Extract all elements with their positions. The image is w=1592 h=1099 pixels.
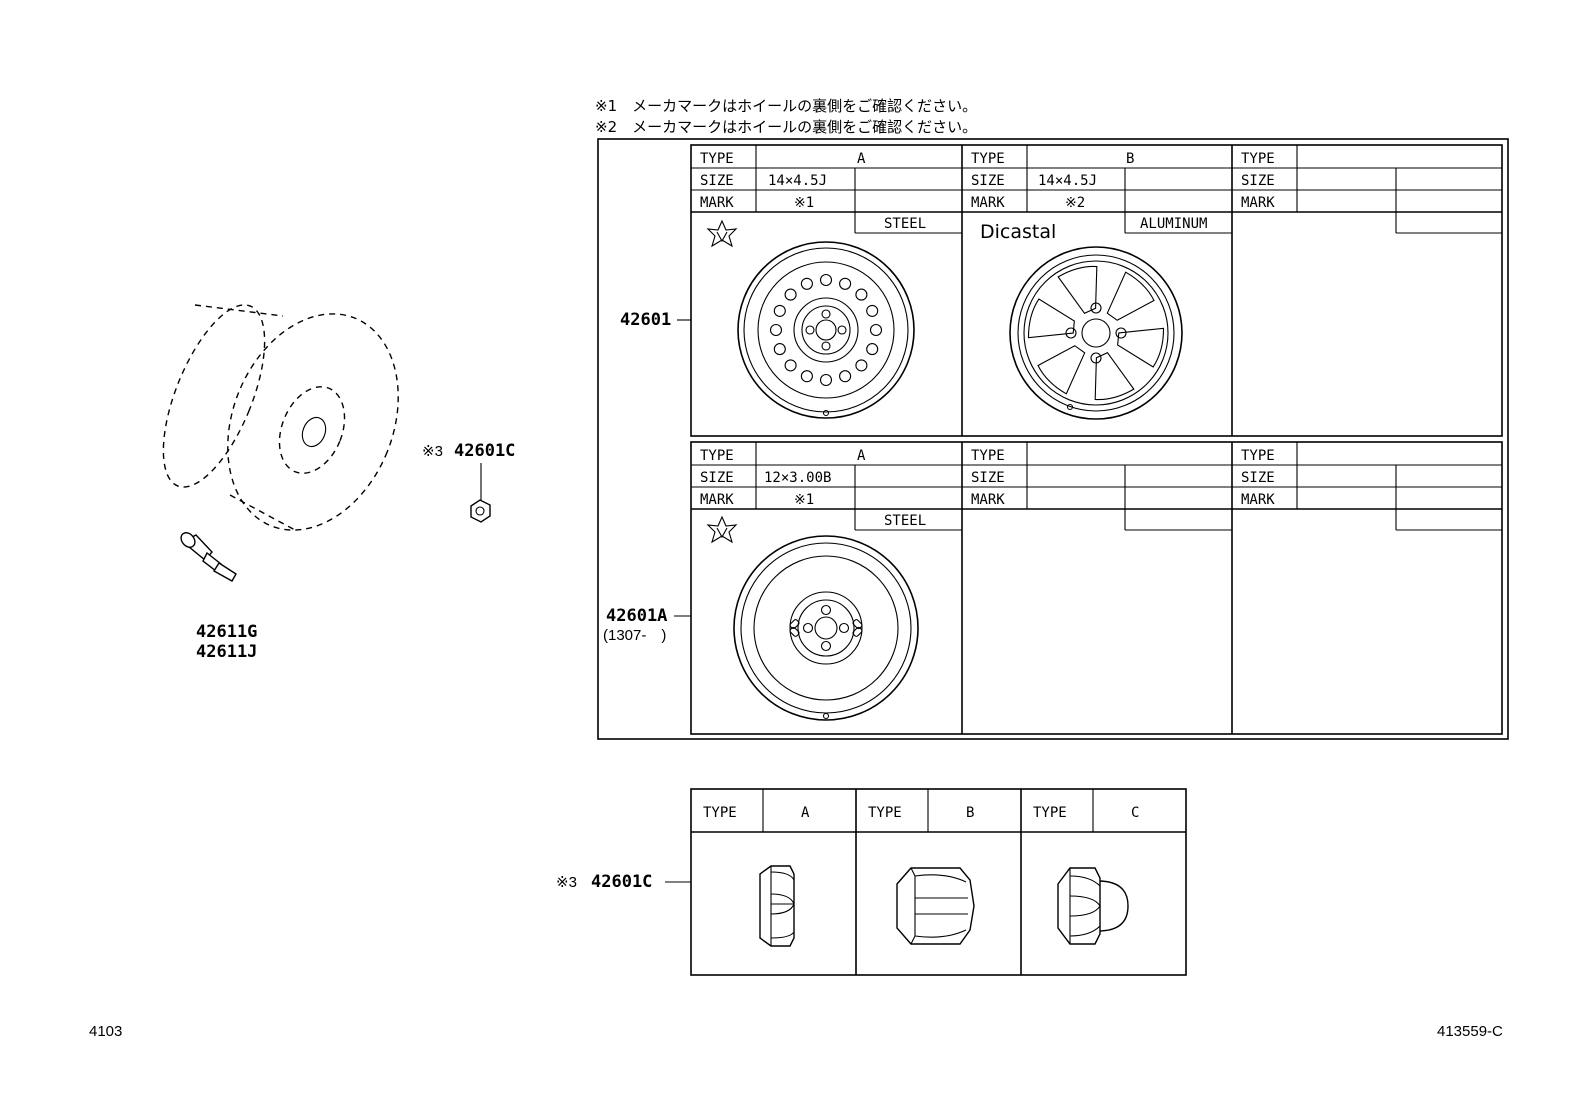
bottom-col1-size: 12×3.00B — [764, 470, 831, 486]
label-size: SIZE — [1241, 470, 1275, 486]
steel-wheel-icon — [737, 241, 915, 419]
wheel-vent-hole — [869, 323, 883, 337]
star-logo-icon — [706, 515, 738, 544]
wheel-vent-hole — [866, 343, 879, 356]
label-type: TYPE — [1241, 151, 1275, 167]
footer-left-code: 4103 — [89, 1023, 122, 1040]
nut-type-label-a: TYPE — [703, 805, 737, 821]
top-col2-type: B — [1126, 151, 1134, 167]
label-mark: MARK — [1241, 492, 1275, 508]
wheel-vent-hole — [855, 288, 868, 301]
callout-42601c: 42601C — [454, 441, 515, 461]
wheel-vent-hole — [819, 273, 833, 287]
wheel-table-frame — [597, 138, 1509, 740]
wheel-vent-hole — [773, 343, 786, 356]
spoke-window — [1106, 271, 1155, 321]
label-type: TYPE — [1241, 448, 1275, 464]
label-type: TYPE — [700, 151, 734, 167]
nut-table-callout: 42601C — [591, 872, 652, 892]
nut-type-value-c: C — [1131, 805, 1139, 821]
spoke-window — [1117, 327, 1165, 368]
valve-stem-icon — [180, 532, 237, 582]
alloy-wheel-icon — [1009, 246, 1183, 420]
footer-right-code: 413559-C — [1437, 1023, 1503, 1040]
wheel-vent-hole — [784, 288, 797, 301]
label-mark: MARK — [971, 195, 1005, 211]
label-type: TYPE — [971, 448, 1005, 464]
wheel-vent-hole — [839, 370, 852, 383]
nut-type-value-a: A — [801, 805, 810, 821]
wheel-vent-hole — [773, 304, 786, 317]
wheel-vent-hole — [866, 304, 879, 317]
lug-nut-icon — [1057, 867, 1129, 945]
steel-wheel-icon — [733, 535, 919, 721]
top-col1-material: STEEL — [884, 216, 926, 232]
bottom-col1-type: A — [857, 448, 866, 464]
callout-42601a: 42601A — [606, 606, 667, 626]
top-col1-type: A — [857, 151, 866, 167]
star-logo-icon — [706, 219, 738, 248]
wheel-vent-hole — [839, 277, 852, 290]
bottom-col1-material: STEEL — [884, 513, 926, 529]
label-size: SIZE — [971, 173, 1005, 189]
label-mark: MARK — [700, 195, 734, 211]
note-1: ※1 メーカマークはホイールの裏側をご確認ください。 — [595, 97, 977, 115]
brand-dicastal: Dicastal — [980, 221, 1056, 243]
label-mark: MARK — [700, 492, 734, 508]
wheel-vent-hole — [855, 359, 868, 372]
callout-nut-mark: ※3 — [422, 443, 443, 460]
callout-42611g: 42611G — [196, 622, 257, 642]
wheel-vent-hole — [800, 370, 813, 383]
wheel-table-bottom — [690, 441, 1503, 735]
top-col2-size: 14×4.5J — [1038, 173, 1097, 189]
label-size: SIZE — [700, 173, 734, 189]
tire-icon — [162, 304, 399, 531]
lug-nut-icon — [470, 499, 491, 523]
top-col2-material: ALUMINUM — [1140, 216, 1207, 232]
note-2: ※2 メーカマークはホイールの裏側をご確認ください。 — [595, 118, 977, 136]
lug-nut-icon — [759, 865, 795, 947]
wheel-table-top — [690, 144, 1503, 437]
top-col1-mark: ※1 — [794, 195, 814, 211]
top-col1-size: 14×4.5J — [768, 173, 827, 189]
nut-table-mark: ※3 — [556, 874, 577, 891]
label-mark: MARK — [971, 492, 1005, 508]
wheel-vent-hole — [800, 277, 813, 290]
callout-42611j: 42611J — [196, 642, 257, 662]
label-size: SIZE — [700, 470, 734, 486]
nut-type-value-b: B — [966, 805, 974, 821]
wheel-vent-hole — [819, 373, 833, 387]
label-type: TYPE — [971, 151, 1005, 167]
wheel-vent-hole — [784, 359, 797, 372]
label-mark: MARK — [1241, 195, 1275, 211]
spoke-window — [1094, 352, 1135, 401]
wheel-vent-hole — [769, 323, 783, 337]
bottom-col1-mark: ※1 — [794, 492, 814, 508]
spoke-window — [1057, 265, 1098, 314]
callout-42601: 42601 — [620, 310, 671, 330]
nut-type-label-c: TYPE — [1033, 805, 1067, 821]
lug-nut-icon — [896, 867, 975, 945]
nut-type-label-b: TYPE — [868, 805, 902, 821]
label-size: SIZE — [971, 470, 1005, 486]
callout-42601a-date: (1307- ) — [603, 627, 666, 644]
label-type: TYPE — [700, 448, 734, 464]
label-size: SIZE — [1241, 173, 1275, 189]
spoke-window — [1037, 345, 1086, 395]
top-col2-mark: ※2 — [1065, 195, 1085, 211]
spoke-window — [1027, 298, 1075, 339]
